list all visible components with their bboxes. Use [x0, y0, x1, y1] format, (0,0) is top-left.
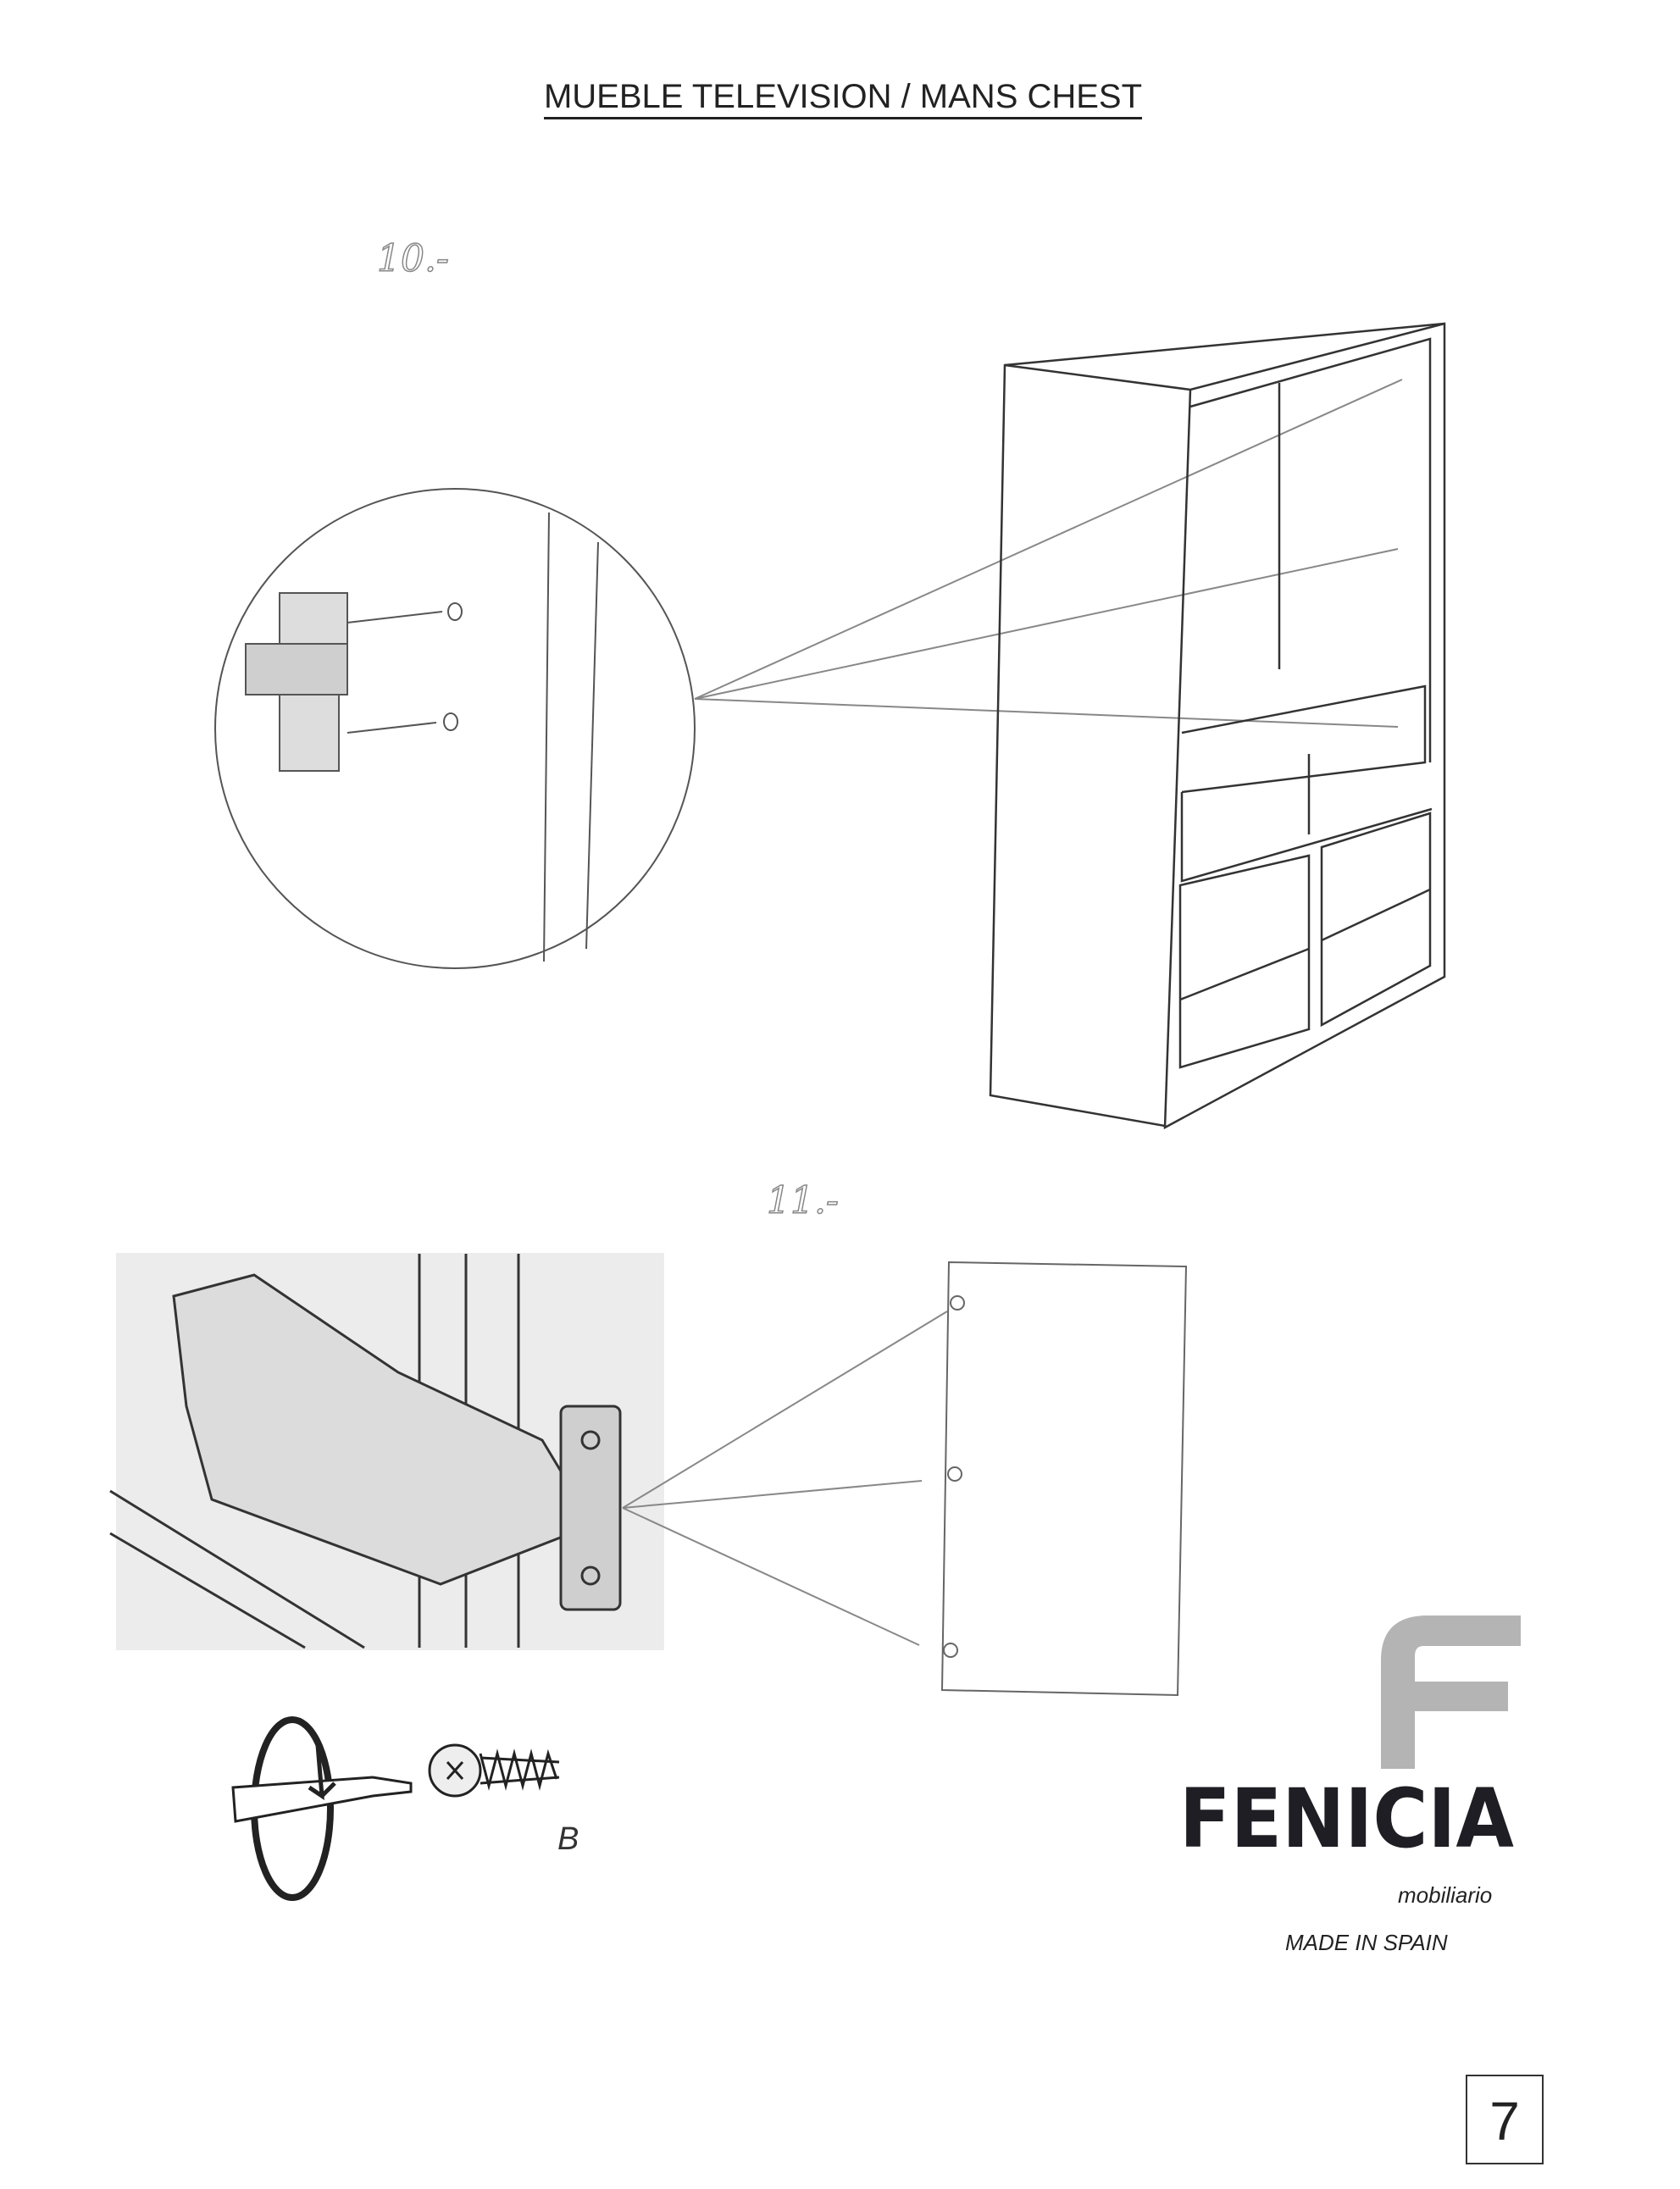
- door-panel-drawing: [940, 1261, 1188, 1697]
- pointer-lines-step11: [622, 1311, 948, 1646]
- fenicia-logo: FENICIA: [1179, 1615, 1521, 1866]
- screwdriver-icon: [231, 1716, 413, 1901]
- step-number-10: 10.-: [376, 236, 449, 281]
- page-number: 7: [1466, 2075, 1544, 2164]
- detail-circle-cam-fitting: [214, 488, 696, 969]
- tv-cabinet-drawing: [989, 322, 1446, 1130]
- screw-b-icon: [428, 1743, 560, 1798]
- pointer-lines-step10: [694, 379, 1403, 728]
- brand-tagline: mobiliario: [1398, 1882, 1493, 1908]
- screw-label: B: [557, 1821, 579, 1857]
- step-number-11: 11.-: [766, 1178, 839, 1223]
- hinge-photo: [109, 1253, 664, 1650]
- svg-text:FENICIA: FENICIA: [1179, 1771, 1514, 1866]
- page-title: MUEBLE TELEVISION / MANS CHEST: [0, 78, 1680, 119]
- brand-origin: MADE IN SPAIN: [1285, 1930, 1448, 1955]
